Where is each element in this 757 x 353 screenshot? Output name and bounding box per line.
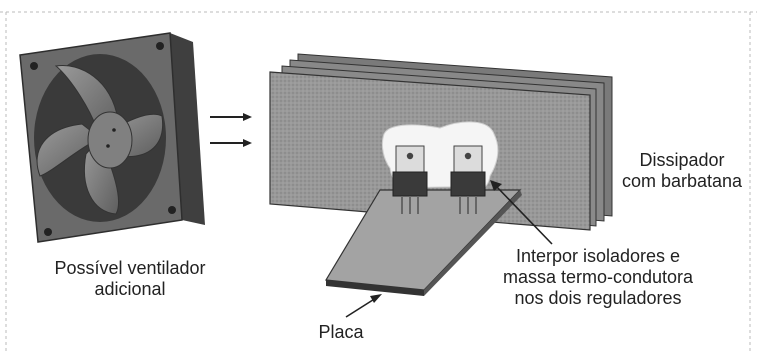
insulator-pointer-arrow <box>490 180 553 245</box>
fan-label-line-1: Possível ventilador <box>54 258 206 278</box>
airflow-arrows <box>210 113 252 147</box>
heatsink-label: Dissipador com barbatana <box>612 150 752 192</box>
heatsink-label-line-1: Dissipador <box>639 150 725 170</box>
fan-label-line-2: adicional <box>94 279 166 299</box>
board-pointer-arrow <box>345 294 382 318</box>
fan-label: Possível ventilador adicional <box>30 258 230 300</box>
board-label: Placa <box>318 322 364 342</box>
page-frame <box>0 11 757 353</box>
fan <box>19 32 205 243</box>
regulator-left <box>392 145 428 214</box>
insulators-label-line-1: Interpor isoladores e <box>515 246 681 266</box>
regulator-right <box>450 145 486 214</box>
circuit-board <box>324 189 522 296</box>
insulators-label-line-3: nos dois reguladores <box>514 288 682 308</box>
heatsink-label-line-2: com barbatana <box>621 171 743 191</box>
insulators-label-line-2: massa termo-condutora <box>502 267 694 287</box>
insulators-label: Interpor isoladores e massa termo-condut… <box>478 246 718 309</box>
